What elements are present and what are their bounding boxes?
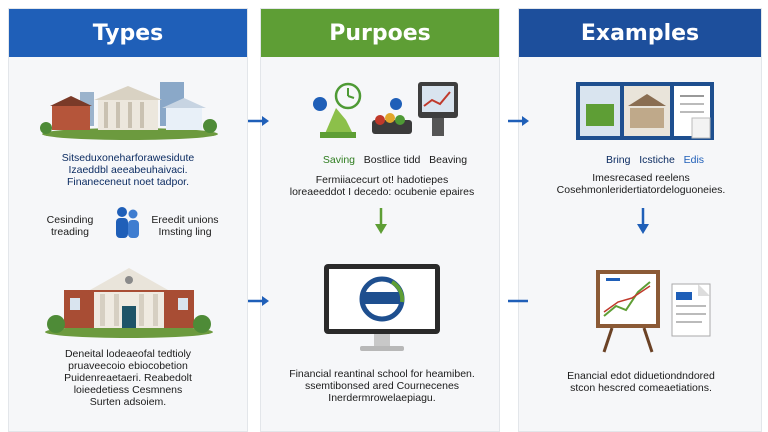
types-left-label: Cesinding treading [30, 214, 110, 238]
examples-bottom-text: Enancial edot diduetiondndored stcon hes… [526, 370, 756, 394]
arrow-right-icon [248, 116, 269, 126]
types-top-text: Sitseduxoneharforawesidute Izaeddbl aeea… [20, 152, 236, 188]
types-top-line: Finaneceneut noet tadpor. [66, 176, 189, 188]
purposes-top-text: Fermiiacecurt ot! hadotiepes loreaeeddot… [268, 174, 496, 198]
types-bottom-line: Puidenreaetaeri. Reabedolt [64, 372, 192, 384]
bank-building-icon [45, 268, 213, 338]
types-top-line: Sitseduxoneharforawesidute [61, 152, 195, 164]
arrow-right-icon [248, 296, 269, 306]
arrow-down-icon [637, 208, 649, 234]
purposes-header: Purpoes [261, 9, 499, 57]
purposes-bottom-line: ssemtibonsed ared Cournecenes [304, 380, 460, 392]
purposes-bottom-text: Financial reantinal school for heamiben.… [268, 368, 496, 404]
examples-bottom-line: Enancial edot diduetiondndored [567, 370, 715, 382]
examples-top-line: Cosehmonleridertiatordeloguoneies. [556, 184, 726, 196]
types-bottom-line: loieedetiess Cesmnens [73, 384, 183, 396]
purposes-bottom-line: Inerdermrowelaepiagu. [328, 392, 436, 404]
purposes-labels: Saving Bostlice tidd Beaving [300, 154, 490, 166]
people-icon [116, 207, 139, 238]
bank-buildings-icon [40, 82, 218, 140]
types-top-line: Izaeddbl aeeabeuhaivaci. [68, 164, 188, 176]
purposes-bottom-line: Financial reantinal school for heamiben. [289, 368, 475, 380]
examples-top-text: Imesrecased reelens Cosehmonleridertiato… [526, 172, 756, 196]
types-right-line: Ereedit unions [151, 214, 219, 226]
examples-panel-icon [576, 82, 714, 140]
types-column: Types [8, 8, 248, 432]
purposes-top-line: loreaeeddot I decedo: ocubenie epaires [289, 186, 475, 198]
purposes-label: Bostlice tidd [363, 154, 421, 166]
examples-header: Examples [519, 9, 761, 57]
connector-line [508, 299, 528, 303]
types-left-line: treading [51, 226, 89, 238]
purposes-label-saving: Saving [322, 154, 355, 166]
examples-bottom-line: stcon hescred comeaetiations. [570, 382, 712, 394]
types-right-label: Ereedit unions Imsting ling [140, 214, 230, 238]
savings-icons [313, 82, 458, 138]
types-bottom-line: Deneital lodeaeofal tedtioly [64, 348, 192, 360]
arrow-down-icon [375, 208, 387, 234]
purposes-label: Beaving [429, 154, 468, 166]
chart-easel-icon [596, 270, 711, 353]
types-left-line: Cesinding [46, 214, 94, 226]
types-bottom-line: pruaveecoio ebiocobetion [68, 360, 188, 372]
types-right-line: Imsting ling [158, 226, 212, 238]
examples-top-line: Imesrecased reelens [592, 172, 690, 184]
examples-labels: Bring Icstiche Edis [560, 154, 750, 166]
types-bottom-text: Deneital lodeaeofal tedtioly pruaveecoio… [20, 348, 236, 408]
monitor-icon [324, 264, 440, 351]
examples-label: Bring [605, 154, 631, 166]
purposes-top-line: Fermiiacecurt ot! hadotiepes [315, 174, 449, 186]
arrow-right-icon [508, 116, 529, 126]
examples-label: Icstiche [639, 154, 675, 166]
examples-label: Edis [683, 154, 705, 166]
types-header: Types [9, 9, 247, 57]
types-bottom-line: Surten adsoiem. [89, 396, 167, 408]
